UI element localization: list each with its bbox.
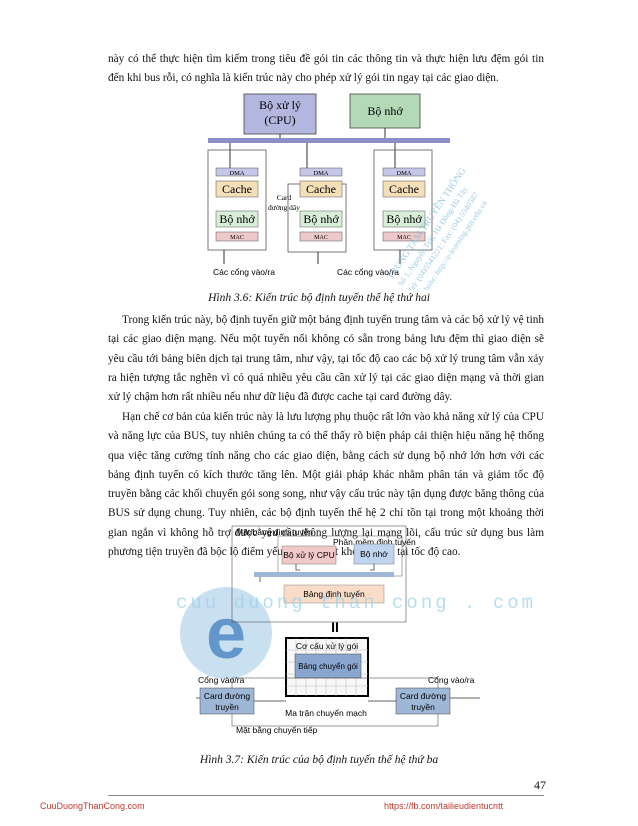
dma-box xyxy=(382,167,426,177)
mac-box xyxy=(382,231,426,242)
switch-matrix-label: Ma trận chuyển mạch xyxy=(285,708,367,718)
elearning-logo-watermark: e xyxy=(180,587,272,679)
card-label-2: đường dây xyxy=(268,203,300,212)
svg-text:DMA: DMA xyxy=(229,170,244,177)
svg-text:Bộ nhớ: Bộ nhớ xyxy=(219,212,255,226)
footer-right-link[interactable]: https://fb.com/tailieudientucntt xyxy=(384,801,504,811)
svg-text:Bộ nhớ: Bộ nhớ xyxy=(360,549,388,559)
cache-box xyxy=(215,180,259,198)
equals-symbol: II xyxy=(331,619,339,635)
line-card-3: DMA Cache Bộ nhớ MAC xyxy=(373,143,433,264)
cpu-box xyxy=(243,93,317,135)
line-card-1: DMA Cache Bộ nhớ MAC xyxy=(207,143,267,264)
footer-divider xyxy=(108,795,544,796)
forwarding-table-box xyxy=(294,653,362,679)
line-card-right xyxy=(395,687,451,715)
port-right-label: Cổng vào/ra xyxy=(428,675,475,685)
svg-text:Card đường: Card đường xyxy=(204,691,251,701)
intro-paragraph: này có thể thực hiện tìm kiếm trong tiêu… xyxy=(108,53,544,85)
line-card-left xyxy=(199,687,255,715)
paragraph-2: Trong kiến trúc này, bộ định tuyến giữ m… xyxy=(108,314,544,404)
dma-box xyxy=(215,167,259,177)
svg-text:Cache: Cache xyxy=(306,182,336,196)
footer-left-link[interactable]: CuuDuongThanCong.com xyxy=(40,801,145,811)
svg-text:Cache: Cache xyxy=(222,182,252,196)
internal-bus xyxy=(254,572,394,577)
figure-3-6-caption: Hình 3.6: Kiến trúc bộ định tuyến thế hệ… xyxy=(208,292,430,304)
mac-box xyxy=(299,231,343,242)
figure-3-6: Bộ xử lý (CPU) Bộ nhớ DMA Cache Bộ nhớ M… xyxy=(207,93,450,277)
svg-text:Bộ nhớ: Bộ nhớ xyxy=(386,212,422,226)
figure-3-7-caption: Hình 3.7: Kiến trúc của bộ định tuyến th… xyxy=(199,754,439,766)
memory-label: Bộ nhớ xyxy=(367,104,403,118)
page-number: 47 xyxy=(534,778,546,792)
svg-text:truyền: truyền xyxy=(411,702,435,712)
system-bus xyxy=(208,138,450,143)
ports-label-left: Các cổng vào/ra xyxy=(213,267,275,277)
ports-label-right: Các cổng vào/ra xyxy=(337,267,399,277)
svg-text:DMA: DMA xyxy=(396,170,411,177)
dma-box xyxy=(299,167,343,177)
local-memory-box xyxy=(215,210,259,228)
line-card-2: DMA Cache Bộ nhớ MAC xyxy=(287,143,347,264)
svg-text:Bộ nhớ: Bộ nhớ xyxy=(303,212,339,226)
processor-label: Cơ cấu xử lý gói xyxy=(296,641,358,651)
local-memory-box xyxy=(299,210,343,228)
svg-text:DMA: DMA xyxy=(313,170,328,177)
port-left-label: Cổng vào/ra xyxy=(198,675,245,685)
local-memory-box xyxy=(382,210,426,228)
svg-text:e: e xyxy=(206,594,246,674)
svg-text:MAC: MAC xyxy=(314,235,328,241)
figure-3-7: Mặt bằng định tuyến Phần mềm định tuyến … xyxy=(196,525,480,735)
svg-text:MAC: MAC xyxy=(230,235,244,241)
svg-text:Bảng định tuyến: Bảng định tuyến xyxy=(303,589,365,599)
svg-text:truyền: truyền xyxy=(215,702,239,712)
svg-text:Card đường: Card đường xyxy=(400,691,447,701)
routing-table-box xyxy=(283,584,385,604)
control-plane-label: Mặt bằng định tuyến xyxy=(236,527,313,537)
mac-box xyxy=(215,231,259,242)
side-watermark: TRUNG TÂM TRUYỀN THÔNG Số 1, Nguyễn Trãi… xyxy=(384,165,490,290)
software-label: Phần mềm định tuyến xyxy=(333,537,416,547)
cache-box xyxy=(382,180,426,198)
site-watermark: cuu duong than cong . com xyxy=(176,592,537,614)
svg-text:Bảng chuyển gói: Bảng chuyển gói xyxy=(298,662,358,671)
cpu-label-2: (CPU) xyxy=(264,113,295,127)
svg-text:MAC: MAC xyxy=(397,235,411,241)
card-label-1: Card xyxy=(277,193,292,202)
cpu-box xyxy=(281,545,337,565)
forwarding-plane-label: Mặt bằng chuyển tiếp xyxy=(236,725,318,735)
memory-box xyxy=(349,93,421,129)
cpu-label-1: Bộ xử lý xyxy=(259,98,301,112)
cache-box xyxy=(299,180,343,198)
svg-text:Cache: Cache xyxy=(389,182,419,196)
svg-text:Bộ xử lý CPU: Bộ xử lý CPU xyxy=(283,550,335,560)
